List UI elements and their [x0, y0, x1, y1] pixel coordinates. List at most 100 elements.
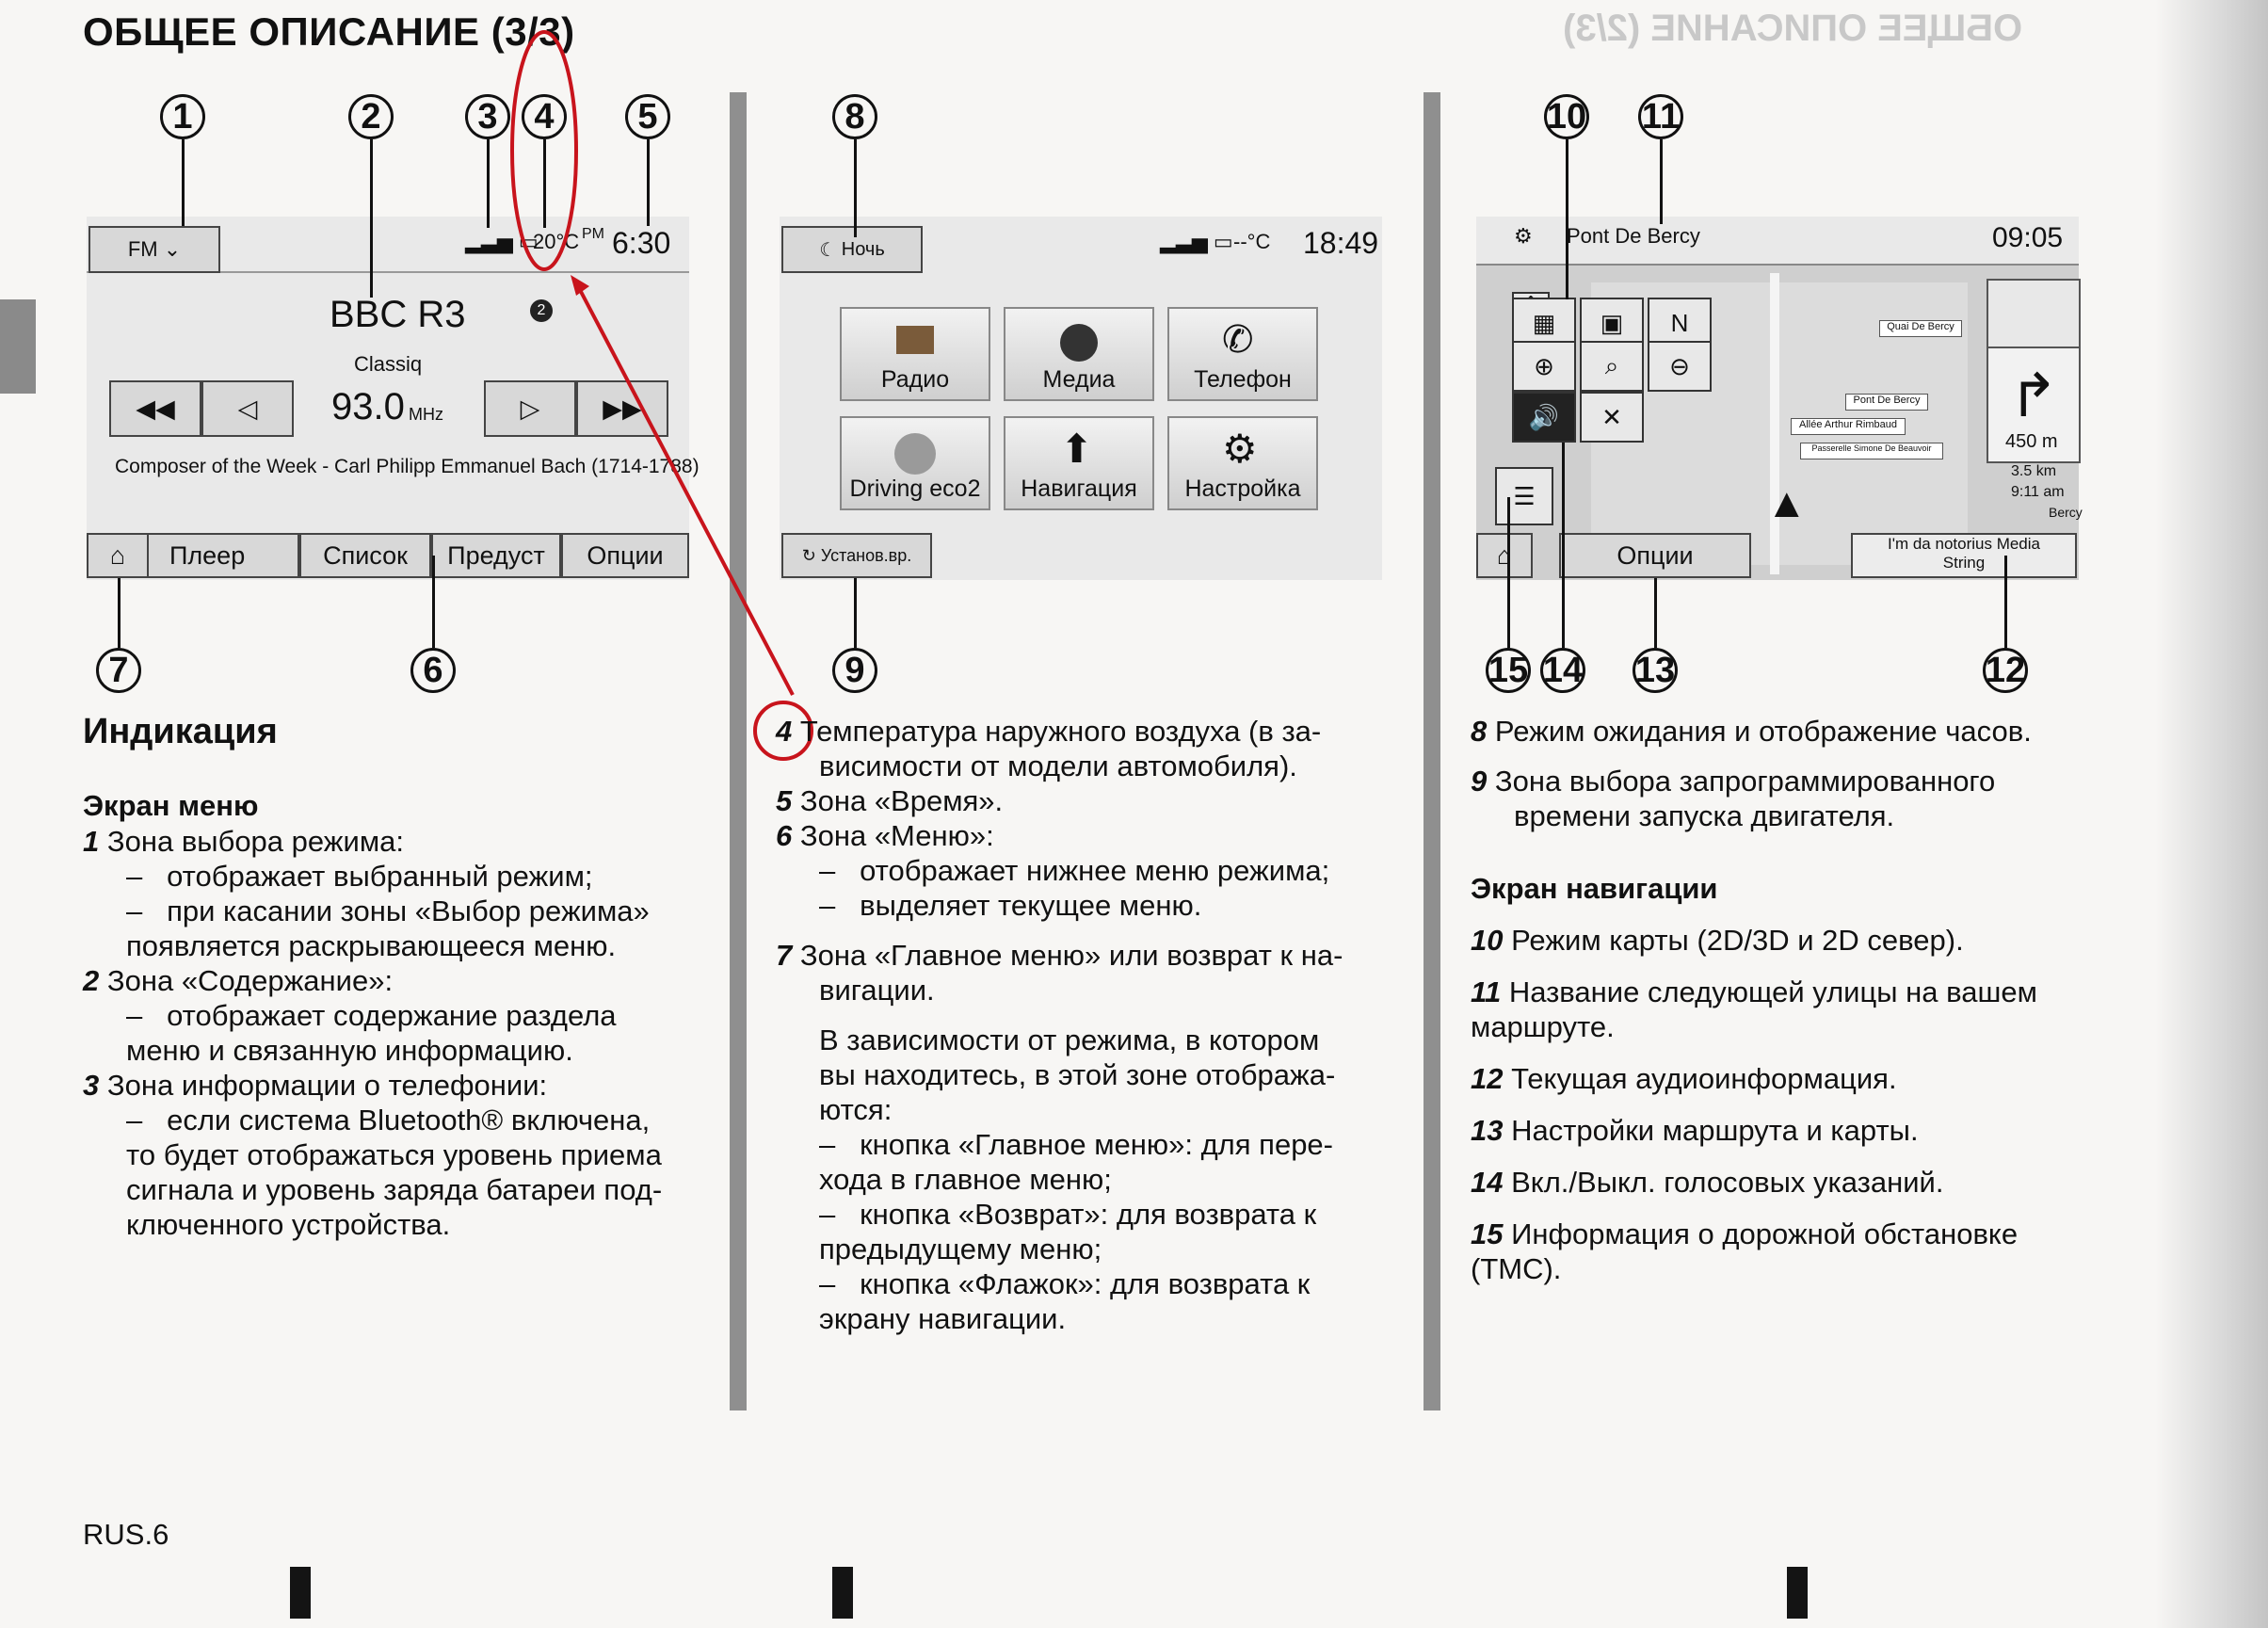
leader-1 — [182, 139, 185, 226]
zoom-in-button[interactable]: ⊕ — [1512, 341, 1576, 392]
leader-2 — [370, 139, 373, 298]
item-6-dash-a: – отображает нижнее меню режима; — [819, 854, 1330, 887]
highlight-circle-4 — [753, 701, 813, 761]
chevron-down-icon: ⌄ — [163, 237, 182, 261]
leader-8 — [854, 139, 857, 237]
callout-7: 7 — [96, 648, 141, 693]
item-7-note-a: В зависимости от режима, в котором — [819, 1024, 1320, 1056]
item-1-dash-a: – отображает выбранный режим; — [126, 860, 593, 893]
item-1-dash-b-cont: появляется раскрывающееся меню. — [126, 929, 617, 962]
chapter-tab-marker — [0, 299, 36, 394]
map-north-button[interactable]: N — [1648, 298, 1712, 348]
pm-indicator: PM — [582, 226, 604, 242]
map-2d-button[interactable]: ▣ — [1580, 298, 1644, 348]
crop-mark-1 — [290, 1567, 311, 1619]
item-5: 5 Зона «Время». — [776, 784, 1004, 817]
tile-navigation[interactable]: Навигация — [1004, 416, 1154, 510]
item-13: 13 Настройки маршрута и карты. — [1471, 1114, 1919, 1147]
section-heading: Индикация — [83, 712, 278, 751]
column-divider-1 — [730, 92, 747, 1410]
item-10: 10 Режим карты (2D/3D и 2D север). — [1471, 924, 1964, 957]
item-7-dash-c-cont: экрану навигации. — [819, 1302, 1067, 1335]
leader-9 — [854, 578, 857, 648]
item-15-cont: (TMC). — [1471, 1252, 1562, 1285]
callout-6: 6 — [410, 648, 456, 693]
settings-gear-icon[interactable]: ⚙ — [1514, 224, 1533, 248]
media-info-box[interactable]: I'm da notorius Media String — [1851, 533, 2077, 578]
col3-nav-body: 10 Режим карты (2D/3D и 2D север). 11 На… — [1471, 923, 2092, 1286]
tile-settings[interactable]: Настройка — [1167, 416, 1318, 510]
mode-selector[interactable]: FM ⌄ — [88, 226, 220, 273]
map-label-allee: Allée Arthur Rimbaud — [1791, 418, 1906, 435]
callout-9: 9 — [832, 648, 877, 693]
temperature-readout: 20°C — [533, 230, 580, 253]
voice-mute-button[interactable]: ✕ — [1580, 392, 1644, 443]
eco-leaf-icon — [894, 433, 936, 475]
leader-12 — [2004, 556, 2007, 648]
crop-mark-2 — [832, 1567, 853, 1619]
tile-radio[interactable]: Радио — [840, 307, 990, 401]
item-9: 9 Зона выбора запрограммированного — [1471, 765, 1996, 798]
menu-player[interactable]: Плеер — [149, 533, 299, 578]
map-3d-button[interactable]: ▦ — [1512, 298, 1576, 348]
navigation-arrow-icon: ⬆ — [1060, 427, 1094, 471]
item-1: 1 Зона выбора режима: — [83, 825, 405, 858]
col3-body: 8 Режим ожидания и отображение часов. 9 … — [1471, 714, 2092, 833]
highlight-ellipse — [510, 30, 578, 271]
callout-3: 3 — [465, 94, 510, 139]
item-7-note-c: ются: — [819, 1093, 893, 1126]
pointer-arrow-line — [576, 285, 795, 696]
page-edge-shadow — [2155, 0, 2268, 1628]
leader-6 — [432, 556, 435, 648]
page-number: RUS.6 — [83, 1518, 169, 1551]
item-14: 14 Вкл./Выкл. голосовых указаний. — [1471, 1166, 1944, 1199]
signal-battery-icons-home: ▂▃▅ ▭ — [1160, 230, 1233, 253]
tile-settings-label: Настройка — [1184, 476, 1301, 502]
gear-icon: ⚙ — [1222, 427, 1258, 471]
tile-navigation-label: Навигация — [1021, 476, 1137, 502]
menu-options[interactable]: Опции — [561, 533, 689, 578]
item-7-dash-a-cont: хода в главное меню; — [819, 1163, 1112, 1196]
item-7-dash-b: – кнопка «Возврат»: для возврата к — [819, 1198, 1317, 1231]
zoom-out-button[interactable]: ⊖ — [1648, 341, 1712, 392]
vehicle-position-icon: ▲ — [1766, 480, 1808, 526]
radio-status-bar — [87, 217, 689, 273]
voice-on-button[interactable]: 🔊 — [1512, 392, 1576, 443]
search-button[interactable]: ⌕ — [1580, 341, 1644, 392]
map-label-pont: Pont De Bercy — [1845, 394, 1928, 411]
standby-mode-button[interactable]: ☾ Ночь — [781, 226, 923, 273]
callout-2: 2 — [348, 94, 394, 139]
callout-13: 13 — [1633, 648, 1678, 693]
item-3-cont-c: ключенного устройства. — [126, 1208, 451, 1241]
tile-eco2-label: Driving eco2 — [849, 476, 981, 502]
nav-home-button[interactable]: ⌂ — [1476, 533, 1533, 578]
menu-list[interactable]: Список — [299, 533, 431, 578]
item-7-note-b: вы находитесь, в этой зоне отобража- — [819, 1058, 1336, 1091]
callout-5: 5 — [625, 94, 670, 139]
item-1-dash-b: – при касании зоны «Выбор режима» — [126, 895, 650, 927]
item-4: 4 Температура наружного воздуха (в за- — [776, 715, 1322, 748]
home-icon: ⌂ — [109, 540, 126, 570]
frequency-unit: MHz — [409, 405, 443, 424]
step-forward-button[interactable]: ▷ — [484, 380, 576, 437]
nav-options-button[interactable]: Опции — [1559, 533, 1751, 578]
tile-eco2[interactable]: Driving eco2 — [840, 416, 990, 510]
leader-7 — [118, 578, 121, 648]
nav-header-bar — [1476, 217, 2079, 266]
leader-10 — [1566, 139, 1568, 299]
tile-phone[interactable]: Телефон — [1167, 307, 1318, 401]
traffic-info-button[interactable]: ☰ — [1495, 467, 1553, 525]
step-back-button[interactable]: ◁ — [201, 380, 294, 437]
item-11-cont: маршруте. — [1471, 1010, 1615, 1043]
seek-back-button[interactable]: ◀◀ — [109, 380, 201, 437]
item-2: 2 Зона «Содержание»: — [83, 964, 394, 997]
temperature-readout-home: --°C — [1233, 230, 1271, 253]
turn-distance: 450 m — [2005, 431, 2058, 452]
home-button[interactable]: ⌂ — [87, 533, 149, 578]
clock-readout: 6:30 — [612, 226, 671, 260]
timer-set-button[interactable]: ↻ Установ.вр. — [781, 533, 932, 578]
notification-badge: 2 — [530, 299, 553, 322]
item-9-cont: времени запуска двигателя. — [1514, 799, 1895, 832]
menu-presets[interactable]: Предуст — [431, 533, 561, 578]
item-2-dash: – отображает содержание раздела — [126, 999, 617, 1032]
